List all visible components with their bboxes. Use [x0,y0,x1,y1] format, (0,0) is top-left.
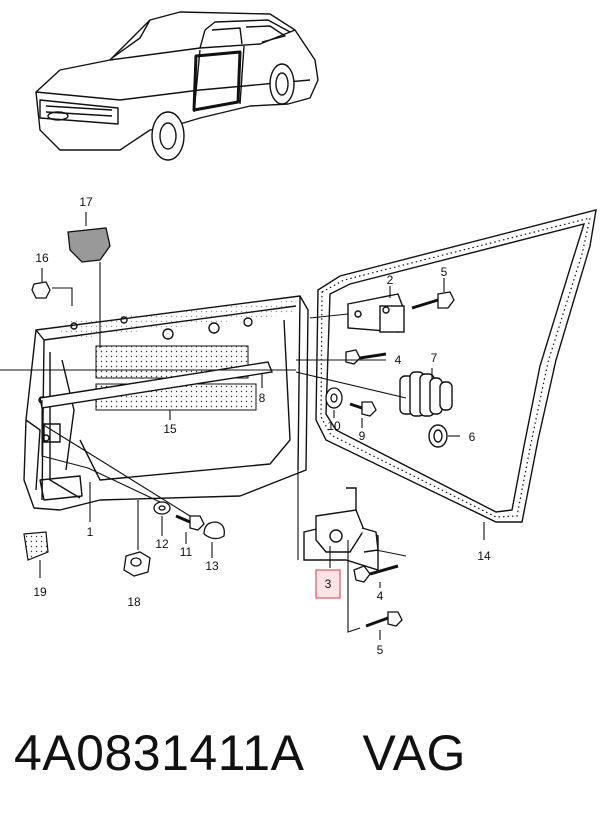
washer-12 [153,501,171,515]
bolt-11 [175,514,205,531]
callout-17: 17 [79,195,93,209]
callout-6: 6 [469,430,476,444]
door-seal [315,209,597,523]
callout-1: 1 [87,525,94,539]
parts-diagram: 1 2 3 4 4 5 5 6 7 8 9 10 11 12 13 14 15 … [0,11,597,657]
reinforcement-bar [39,361,273,409]
pad-17 [67,227,111,263]
cap-13 [203,521,225,540]
callout-19: 19 [33,585,47,599]
callout-labels: 1 2 3 4 4 5 5 6 7 8 9 10 11 12 13 14 15 … [33,195,491,657]
callout-15: 15 [163,422,177,436]
hinge [347,293,405,333]
callout-3: 3 [325,577,332,591]
clip-16 [31,281,51,299]
part-number-caption: 4A0831411A VAG [14,708,594,798]
car-illustration [35,11,319,161]
callout-9: 9 [359,429,366,443]
bolt-top-right [411,291,455,310]
callout-2: 2 [387,273,394,287]
callout-10: 10 [327,419,341,433]
washer-10 [325,387,343,409]
callout-16: 16 [35,251,49,265]
brand-name: VAG [362,725,466,781]
callout-3-highlight [315,569,341,599]
bolt-5-lower [365,611,403,628]
callout-11: 11 [180,545,193,559]
callout-7: 7 [431,351,438,365]
callout-12: 12 [155,537,169,551]
grommet [428,424,448,448]
callout-8: 8 [259,391,266,405]
callout-14: 14 [477,549,491,563]
callout-5-upper: 5 [441,265,448,279]
part-number: 4A0831411A [14,725,305,781]
bolt-4-lower [353,564,399,583]
plate-19 [23,531,49,561]
leader-lines [0,212,485,640]
dotted-panel-top [60,300,296,340]
callout-13: 13 [205,559,219,573]
callout-4-lower: 4 [377,589,384,603]
check-strap [399,371,453,417]
callout-4-upper: 4 [395,353,402,367]
callout-18: 18 [127,595,141,609]
nut-18 [123,551,151,577]
bolt-9 [349,401,377,417]
callout-5-lower: 5 [377,643,384,657]
lock-striker [303,487,379,571]
